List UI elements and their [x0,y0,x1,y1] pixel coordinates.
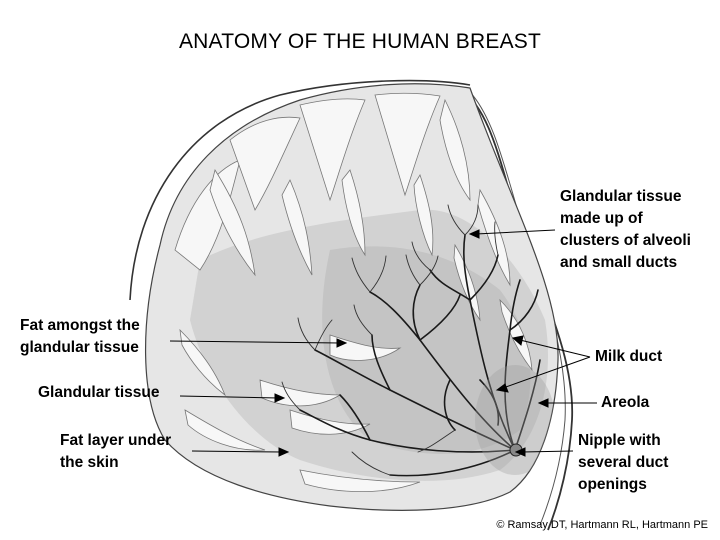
fat-lobules [174,92,533,492]
leader-lines [169,229,597,457]
diagram-title: ANATOMY OF THE HUMAN BREAST [178,30,542,53]
label-fat-layer: Fat layer under the skin [60,432,172,471]
label-fat-amongst-glandular: Fat amongst the glandular tissue [20,317,140,356]
label-glandular-alveoli: Glandular tissue made up of clusters of … [560,188,691,271]
skin-outline [129,79,471,301]
areola [475,365,555,475]
label-glandular-tissue: Glandular tissue [38,384,160,401]
milk-duct-network [299,234,541,477]
label-milk-duct: Milk duct [595,348,663,365]
copyright-credit: © Ramsay DT, Hartmann RL, Hartmann PE [496,519,708,531]
label-areola: Areola [601,394,650,411]
label-nipple: Nipple with several duct openings [578,432,669,493]
